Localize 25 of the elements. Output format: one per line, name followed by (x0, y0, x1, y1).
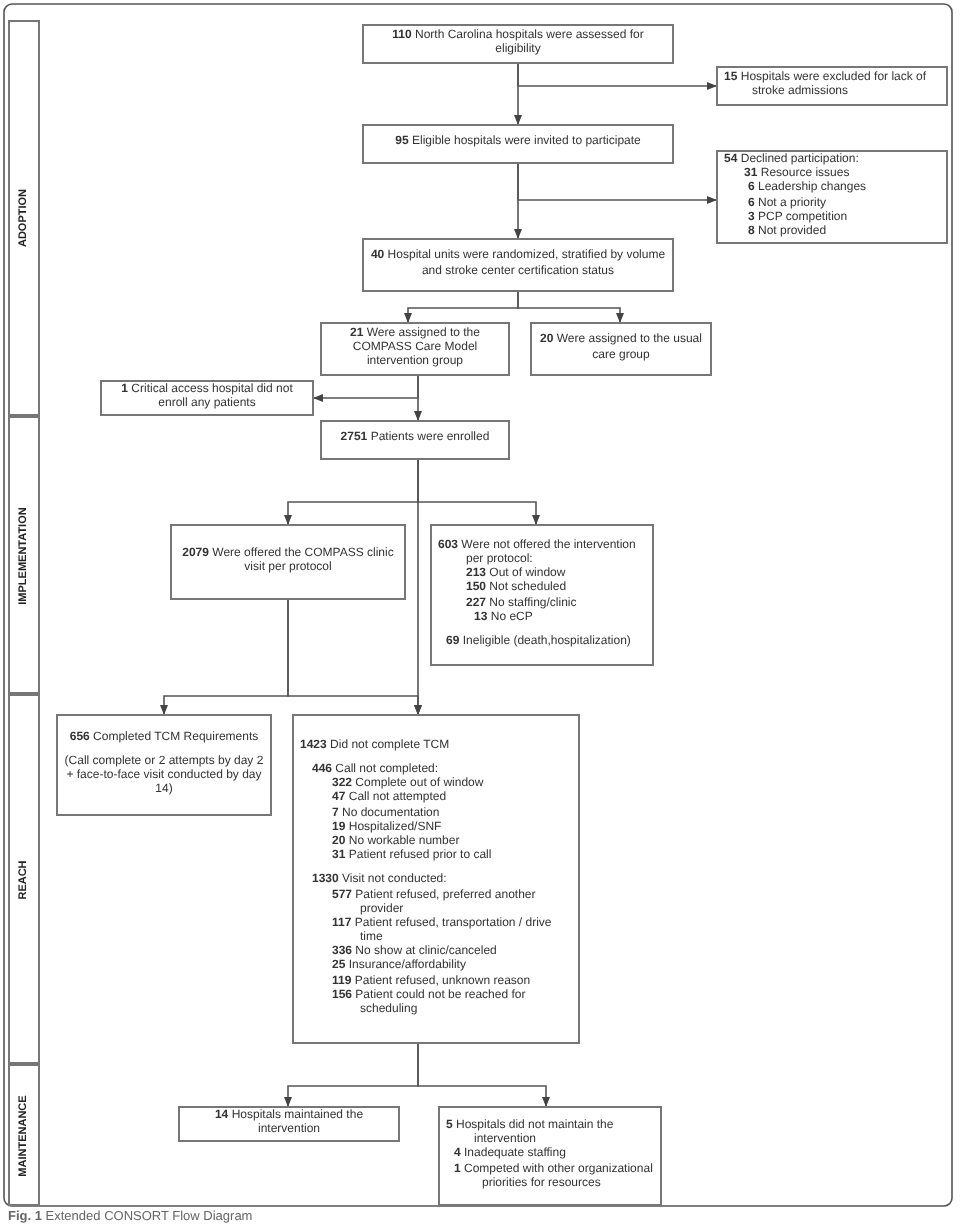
stage-band (8, 1064, 40, 1206)
stage-band (8, 416, 40, 694)
flow-box (320, 420, 510, 460)
stage-band (8, 20, 40, 416)
arrow (287, 599, 422, 715)
flow-box (100, 380, 314, 416)
arrow (417, 1043, 550, 1107)
stage-band (8, 694, 40, 1064)
flow-box (292, 714, 580, 1044)
flow-box (320, 322, 510, 376)
arrow (517, 63, 717, 90)
arrow (517, 291, 624, 323)
flow-box (530, 322, 712, 376)
flow-box (362, 124, 674, 164)
flow-box (438, 1106, 662, 1206)
arrow (514, 163, 522, 239)
arrow (414, 375, 422, 421)
flow-box (716, 150, 948, 244)
flow-box (56, 714, 272, 816)
flow-box (362, 24, 674, 64)
flow-box (430, 524, 654, 666)
flow-box (362, 238, 674, 292)
flow-box (170, 524, 406, 600)
flow-box (716, 66, 948, 106)
flow-box (178, 1106, 400, 1142)
